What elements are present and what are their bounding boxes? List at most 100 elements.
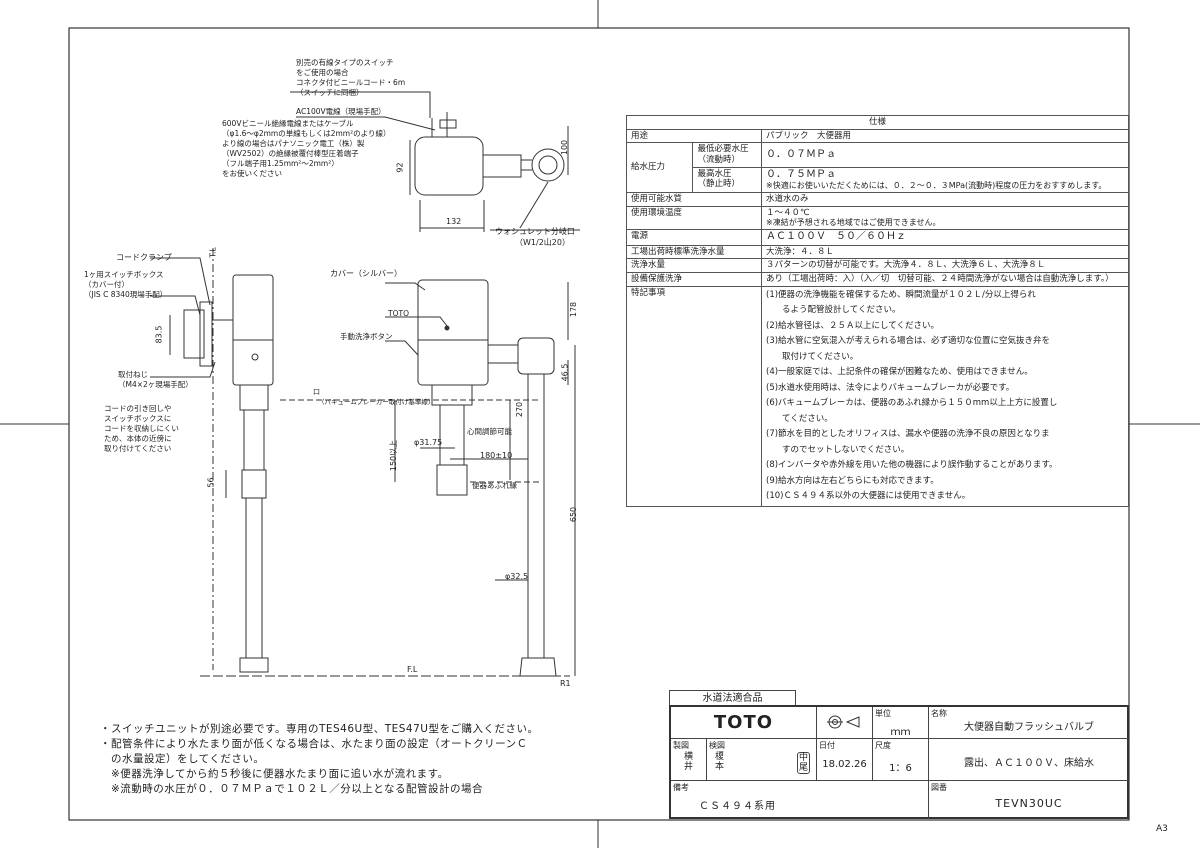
title-block: TOTO 単位 ｍｍ 名称 大便器自動フラッシュバルブ 製図 横 井 検図 榎 … bbox=[669, 705, 1129, 819]
vb-mark: 口 bbox=[313, 388, 320, 396]
spec-header: 仕様 bbox=[626, 115, 1129, 130]
cord-note-line: コードの引き回しや bbox=[104, 404, 172, 413]
spec-row-notes: 特記事項 (1)便器の洗浄機能を確保するため、瞬間流量が１０２Ｌ/分以上得られ … bbox=[626, 285, 1129, 507]
dim-92: 92 bbox=[395, 162, 405, 173]
paper-size-label: A3 bbox=[1156, 824, 1168, 834]
spec-sublabel-line: 最高水圧 bbox=[697, 168, 732, 179]
scale-label: 尺度 bbox=[875, 741, 891, 750]
spec-note-item: (3)給水管に空気混入が考えられる場合は、必ず適切な位置に空気抜き弁を bbox=[766, 336, 1051, 347]
dim-56: 56 bbox=[206, 477, 216, 488]
switch-box-label: 1ヶ用スイッチボックス （カバー付） （JIS C 8340現場手配） bbox=[84, 270, 167, 300]
spec-value: 水道水のみ bbox=[761, 192, 1129, 207]
spec-label: 特記事項 bbox=[626, 285, 762, 507]
cable-note-line: （フル端子用1.25mm²～2mm²） bbox=[222, 159, 339, 168]
check-char: 本 bbox=[715, 762, 725, 772]
stamp-char: 中 bbox=[799, 753, 809, 763]
projection-symbol-icon bbox=[827, 715, 860, 729]
dim-150: 150以上 bbox=[389, 439, 399, 472]
name-value: 大便器自動フラッシュバルブ bbox=[964, 722, 1094, 733]
spec-value: ＡＣ１００Ｖ ５０／６０Ｈｚ bbox=[761, 229, 1129, 246]
spec-value: 大洗浄：４．８Ｌ bbox=[761, 244, 1129, 260]
drawing-no-value: TEVN30UC bbox=[995, 797, 1063, 810]
spec-note-item: るよう配管設計してください。 bbox=[782, 305, 901, 316]
spec-note-item: (9)給水方向は左右どちらにも対応できます。 bbox=[766, 475, 939, 486]
spec-label: 使用環境温度 bbox=[626, 205, 762, 231]
top-view bbox=[290, 91, 580, 232]
spec-sublabel-line: （流動時） bbox=[697, 154, 740, 165]
bottom-note-line: ※流動時の水圧が０．０７ＭＰａで１０２Ｌ／分以上となる配管設計の場合 bbox=[100, 783, 483, 795]
bottom-note-line: ・スイッチユニットが別途必要です。専用のTES46U型、TES47U型をご購入く… bbox=[100, 723, 539, 735]
switch-note-line: をご使用の場合 bbox=[296, 68, 349, 77]
cord-note-line: ため、本体の近傍に bbox=[104, 434, 172, 443]
date-cell: 日付 18.02.26 bbox=[817, 739, 873, 781]
spec-table: 仕様 用途 パブリック 大便器用 給水圧力 最低必要水圧 （流動時） ０．０７Ｍ… bbox=[625, 115, 1129, 507]
spec-value-main: １～４０℃ bbox=[766, 207, 810, 218]
spec-note-item: 取付けてください。 bbox=[782, 351, 859, 362]
check-value: 榎 本 bbox=[715, 752, 724, 772]
drawing-no-cell: 図番 TEVN30UC bbox=[929, 781, 1129, 819]
spec-label: 工場出荷時標準洗浄水量 bbox=[626, 244, 762, 260]
spec-note-item: (5)水道水使用時は、法令によりバキュームブレーカが必要です。 bbox=[766, 382, 1015, 393]
spec-row-usage: 用途 パブリック 大便器用 bbox=[626, 128, 1129, 144]
vb-ref-label: （バキュームブレーカー取付け基準線） bbox=[318, 398, 435, 406]
brand-cell: TOTO bbox=[671, 707, 817, 739]
spec-note-item: (2)給水管径は、２５Ａ以上にしてください。 bbox=[766, 320, 940, 331]
spec-label: 給水圧力 bbox=[625, 142, 694, 193]
unit-value: ｍｍ bbox=[890, 727, 911, 738]
spec-row-pressure-min: 給水圧力 最低必要水圧 （流動時） ０．０７ＭＰａ bbox=[625, 142, 1129, 193]
spec-row-env: 使用環境温度 １～４０℃ ※凍結が予想される地域ではご使用できません。 bbox=[626, 205, 1129, 231]
bottom-note-line: ・配管条件により水たまり面が低くなる場合は、水たまり面の設定（オートクリーンＣ bbox=[100, 738, 528, 750]
remarks-value: ＣＳ４９４系用 bbox=[699, 801, 776, 812]
front-view bbox=[200, 279, 576, 677]
draft-cell: 製図 横 井 bbox=[671, 739, 707, 781]
cable-note: 600Vビニール絶縁電線またはケーブル （φ1.6～φ2mmの単線もしくは2mm… bbox=[222, 119, 390, 179]
spec-sublabel-line: 最低必要水圧 bbox=[697, 144, 749, 155]
spec-value: ３パターンの切替が可能です。大洗浄４．８Ｌ、大洗浄６Ｌ、大洗浄８Ｌ bbox=[761, 258, 1129, 273]
drawing-no-label: 図番 bbox=[931, 783, 947, 792]
draft-char: 横 bbox=[683, 752, 693, 762]
overflow-label: 便器あふれ縁 bbox=[472, 481, 517, 490]
spec-notes: (1)便器の洗浄機能を確保するため、瞬間流量が１０２Ｌ/分以上得られ るよう配管… bbox=[761, 285, 1129, 507]
desc-value: 露出、ＡＣ１００Ｖ、床給水 bbox=[964, 758, 1094, 769]
spec-note-item: (4)一般家庭では、上記条件の確保が困難なため、使用はできません。 bbox=[766, 367, 1033, 378]
spec-label: 使用可能水質 bbox=[626, 192, 762, 207]
tl-label: T.L bbox=[208, 247, 218, 258]
switch-box-line: （カバー付） bbox=[84, 280, 129, 289]
spec-sublabel: 最低必要水圧 （流動時） bbox=[692, 142, 762, 168]
spec-value: １～４０℃ ※凍結が予想される地域ではご使用できません。 bbox=[761, 205, 1129, 231]
dim-180: 180±10 bbox=[480, 451, 513, 460]
spec-value: あり（工場出荷時：入）（入／切 切替可能、２４時間洗浄がない場合は自動洗浄します… bbox=[761, 272, 1129, 287]
washlet-branch-line: ウォシュレット分岐口 bbox=[495, 227, 575, 236]
spec-value: ０．０７ＭＰａ bbox=[761, 142, 1129, 168]
spec-value-note: ※凍結が予想される地域ではご使用できません。 bbox=[766, 218, 941, 228]
side-view bbox=[150, 248, 274, 673]
switch-note-line: 別売の有線タイプのスイッチ bbox=[296, 58, 394, 67]
spec-label: 設備保護洗浄 bbox=[626, 272, 762, 287]
dim-31-75: φ31.75 bbox=[414, 438, 443, 447]
spec-note-item: (1)便器の洗浄機能を確保するため、瞬間流量が１０２Ｌ/分以上得られ bbox=[766, 289, 1036, 300]
spec-note-item: てください。 bbox=[782, 413, 833, 424]
spec-label: 用途 bbox=[626, 128, 762, 144]
dim-270: 270 bbox=[515, 401, 525, 418]
spec-value: ０．７５ＭＰａ ※快適にお使いいただくためには、０．２～０．３MPa(流動時)程… bbox=[761, 166, 1129, 193]
spec-row-flush-vol: 洗浄水量 ３パターンの切替が可能です。大洗浄４．８Ｌ、大洗浄６Ｌ、大洗浄８Ｌ bbox=[626, 258, 1129, 273]
spec-note-item: (10)ＣＳ４９４系以外の大便器には使用できません。 bbox=[766, 491, 971, 502]
dim-46-5: 46.5 bbox=[560, 363, 570, 382]
dim-100: 100 bbox=[560, 139, 570, 156]
spec-label: 洗浄水量 bbox=[626, 258, 762, 273]
unit-label: 単位 bbox=[875, 709, 891, 718]
cable-note-line: をお使いください bbox=[222, 169, 282, 178]
cord-note-line: コードを収納しにくい bbox=[104, 424, 179, 433]
spec-value: パブリック 大便器用 bbox=[761, 128, 1129, 144]
toto-label: TOTO bbox=[388, 309, 409, 318]
cable-note-line: 600Vビニール絶縁電線またはケーブル bbox=[222, 119, 354, 128]
bottom-note-line: ※便器洗浄してから約５秒後に便器水たまり面に追い水が流れます。 bbox=[100, 768, 449, 780]
screw-label: 取付ねじ （M4×2ヶ現場手配） bbox=[118, 370, 193, 390]
draft-char: 井 bbox=[683, 762, 693, 772]
switch-note-line: （スイッチに同梱） bbox=[296, 88, 364, 97]
core-adjust-label: 心間調節可能 bbox=[467, 427, 512, 436]
date-label: 日付 bbox=[819, 741, 835, 750]
spec-value-main: ０．７５ＭＰａ bbox=[766, 168, 836, 180]
switch-box-line: （JIS C 8340現場手配） bbox=[84, 290, 168, 299]
